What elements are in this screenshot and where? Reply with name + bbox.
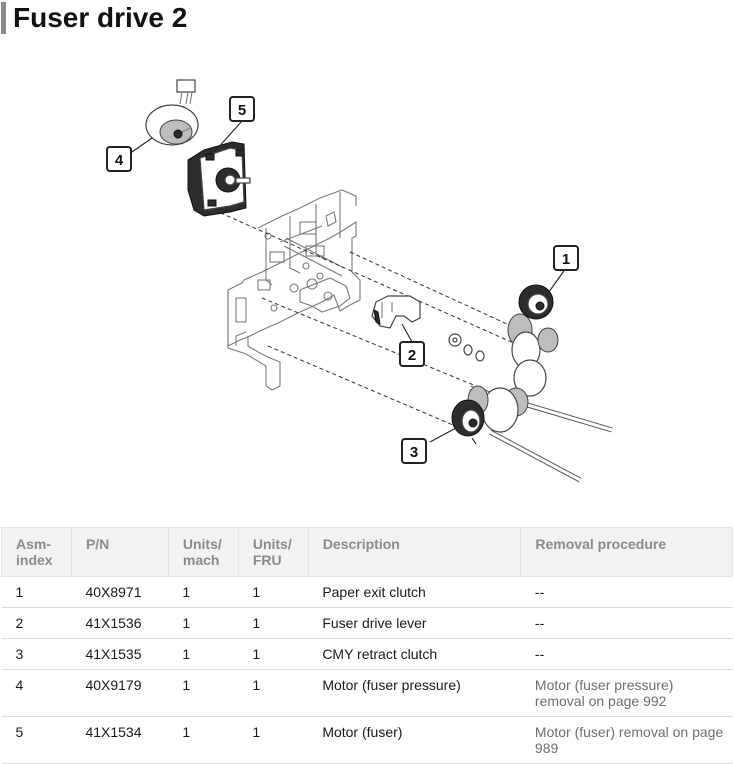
header-label: Units/ mach [182,536,222,568]
removal-procedure-link[interactable]: Motor (fuser pressure) removal on page 9… [520,669,733,717]
callout-3: 3 [401,438,427,464]
header-label: Removal procedure [535,536,667,552]
cell-description: CMY retract clutch [308,638,521,670]
header-label: Units/ FRU [252,536,292,568]
paper-exit-clutch [518,284,554,320]
header-description: Description [307,527,522,577]
cell-removal-procedure: -- [520,638,733,670]
cell-description: Paper exit clutch [308,576,521,608]
svg-text:5: 5 [238,102,246,119]
title-accent-bar [1,2,6,34]
removal-procedure-link[interactable]: Motor (fuser) removal on page 989 [520,716,733,764]
cell-asm-index: 3 [1,638,72,670]
header-label: Description [322,536,400,552]
cell-units-mach: 1 [168,638,239,670]
header-label: P/N [85,536,110,552]
header-removal-procedure: Removal procedure [520,527,733,577]
cell-units-mach: 1 [168,607,239,639]
callout-1: 1 [553,245,579,271]
parts-table-header: Asm- index P/N Units/ mach Units/ FRU De… [1,527,733,577]
svg-text:2: 2 [408,347,416,364]
cell-units-mach: 1 [168,669,239,717]
cell-units-fru: 1 [238,716,309,764]
gear-train [467,313,613,483]
cell-pn: 40X9179 [71,669,169,717]
cell-pn: 41X1536 [71,607,169,639]
table-row: 1 40X8971 1 1 Paper exit clutch -- [1,576,733,608]
cell-asm-index: 2 [1,607,72,639]
header-units-fru: Units/ FRU [237,527,309,577]
cell-asm-index: 1 [1,576,72,608]
cell-units-mach: 1 [168,576,239,608]
cell-pn: 41X1534 [71,716,169,764]
chassis-frame [227,189,361,391]
header-units-mach: Units/ mach [167,527,239,577]
table-row: 5 41X1534 1 1 Motor (fuser) Motor (fuser… [1,716,733,764]
fuser-drive-lever [371,295,421,329]
parts-table: Asm- index P/N Units/ mach Units/ FRU De… [1,527,733,764]
cell-pn: 40X8971 [71,576,169,608]
cell-asm-index: 5 [1,716,72,764]
header-pn: P/N [70,527,169,577]
svg-text:1: 1 [562,251,570,268]
assembly-guide-lines [213,209,535,429]
cell-removal-procedure: -- [520,576,733,608]
cell-units-fru: 1 [238,669,309,717]
header-label: Asm- index [16,536,53,568]
cell-units-fru: 1 [238,607,309,639]
cell-description: Fuser drive lever [308,607,521,639]
cell-removal-procedure: -- [520,607,733,639]
cell-pn: 41X1535 [71,638,169,670]
cell-units-mach: 1 [168,716,239,764]
cell-asm-index: 4 [1,669,72,717]
table-row: 2 41X1536 1 1 Fuser drive lever -- [1,607,733,639]
header-asm-index: Asm- index [1,527,72,577]
callout-leaders [131,120,567,443]
cell-description: Motor (fuser pressure) [308,669,521,717]
page-header: Fuser drive 2 [0,0,187,36]
callout-4: 4 [106,146,132,172]
motor-fuser-pressure [145,79,199,146]
cmy-retract-clutch [451,399,485,445]
cell-description: Motor (fuser) [308,716,521,764]
page-title: Fuser drive 2 [13,2,188,33]
svg-text:4: 4 [115,152,124,169]
callout-5: 5 [229,96,255,122]
callout-2: 2 [399,341,425,367]
cell-units-fru: 1 [238,638,309,670]
cell-units-fru: 1 [238,576,309,608]
motor-fuser [187,141,251,217]
svg-text:3: 3 [410,444,418,461]
exploded-parts-diagram: 1 2 3 4 5 [106,79,613,483]
table-row: 3 41X1535 1 1 CMY retract clutch -- [1,638,733,670]
table-row: 4 40X9179 1 1 Motor (fuser pressure) Mot… [1,669,733,717]
washers-clip [448,333,485,362]
